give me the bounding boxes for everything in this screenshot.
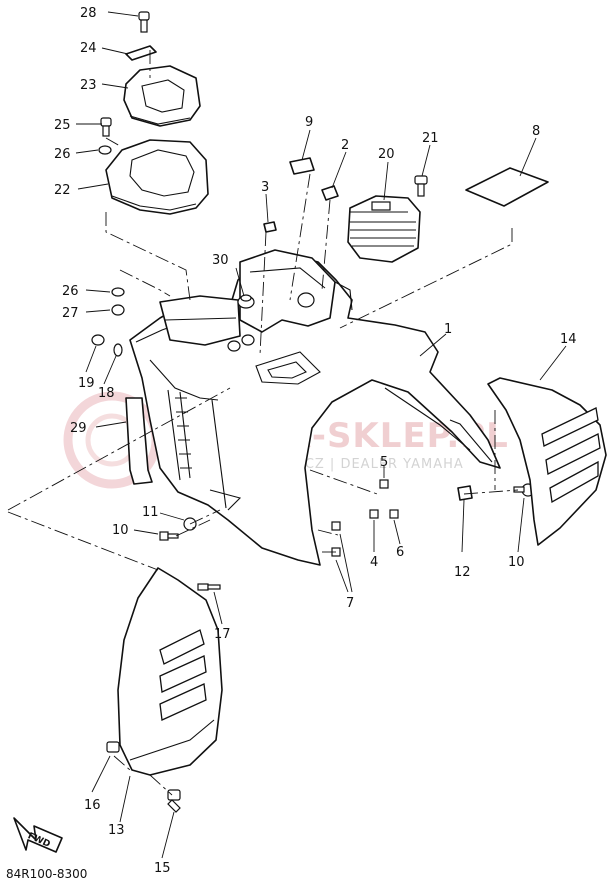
- part-10-bolt-left: [159, 531, 179, 541]
- callout-6: 6: [396, 545, 404, 560]
- callout-2: 2: [341, 138, 349, 153]
- callout-17: 17: [214, 627, 231, 642]
- callout-1: 1: [444, 322, 452, 337]
- part-28-screw: [138, 11, 150, 33]
- part-3-clip: [263, 221, 277, 233]
- callout-20: 20: [378, 147, 395, 162]
- part-29-bracket: [125, 397, 153, 485]
- part-5-pad: [379, 479, 389, 489]
- part-4-pad: [369, 509, 379, 519]
- callout-28: 28: [80, 6, 97, 21]
- part-30-grommet: [237, 294, 255, 309]
- callout-7: 7: [346, 596, 354, 611]
- callout-9: 9: [305, 115, 313, 130]
- part-26-nut-top: [98, 145, 112, 155]
- part-7-pad-a: [331, 521, 341, 531]
- part-16-nut: [106, 741, 120, 753]
- part-2-clip: [321, 185, 339, 201]
- assembly-lines: [7, 50, 519, 796]
- callout-12: 12: [454, 565, 471, 580]
- part-13-left-cover: [117, 567, 223, 776]
- part-12-clip: [457, 485, 473, 501]
- part-6-pad: [389, 509, 399, 519]
- front-fender-body: [129, 249, 501, 566]
- callout-26-top: 26: [54, 147, 71, 162]
- callout-19: 19: [78, 376, 95, 391]
- callout-22: 22: [54, 183, 71, 198]
- callout-5: 5: [380, 455, 388, 470]
- fwd-arrow: FWD: [13, 817, 63, 853]
- callout-26-left: 26: [62, 284, 79, 299]
- diagram-code: 84R100-8300: [6, 867, 87, 881]
- part-26-nut-left: [111, 287, 125, 297]
- part-15-bolt: [167, 789, 181, 813]
- callout-numbers: 28 24 23 25 26 22 9 2 20 21 8 3 30 26 27…: [54, 6, 577, 876]
- callout-11: 11: [142, 505, 159, 520]
- callout-13: 13: [108, 823, 125, 838]
- callout-25: 25: [54, 118, 71, 133]
- callout-10-left: 10: [112, 523, 129, 538]
- part-9-clip: [289, 157, 315, 175]
- part-8-label: [465, 167, 549, 207]
- part-20-box: [347, 195, 421, 263]
- callout-3: 3: [261, 180, 269, 195]
- callout-30: 30: [212, 253, 229, 268]
- leader-lines: [75, 11, 567, 859]
- callout-21: 21: [422, 131, 439, 146]
- callout-8: 8: [532, 124, 540, 139]
- part-19-nut: [91, 334, 105, 346]
- part-14-right-cover: [487, 377, 607, 546]
- callout-16: 16: [84, 798, 101, 813]
- callout-14: 14: [560, 332, 577, 347]
- callout-4: 4: [370, 555, 378, 570]
- callout-24: 24: [80, 41, 97, 56]
- part-21-screw: [414, 175, 428, 197]
- part-23-lid: [123, 65, 201, 127]
- part-22-lower-box: [105, 139, 209, 215]
- part-17-bolt: [197, 583, 221, 591]
- callout-27: 27: [62, 306, 79, 321]
- callout-10-right: 10: [508, 555, 525, 570]
- part-18-washer: [113, 343, 123, 357]
- callout-29: 29: [70, 421, 87, 436]
- part-24-plate: [125, 45, 157, 61]
- part-25-bolt: [100, 117, 112, 137]
- callout-18: 18: [98, 386, 115, 401]
- part-27-nut-left: [111, 304, 125, 316]
- callout-23: 23: [80, 78, 97, 93]
- callout-15: 15: [154, 861, 171, 876]
